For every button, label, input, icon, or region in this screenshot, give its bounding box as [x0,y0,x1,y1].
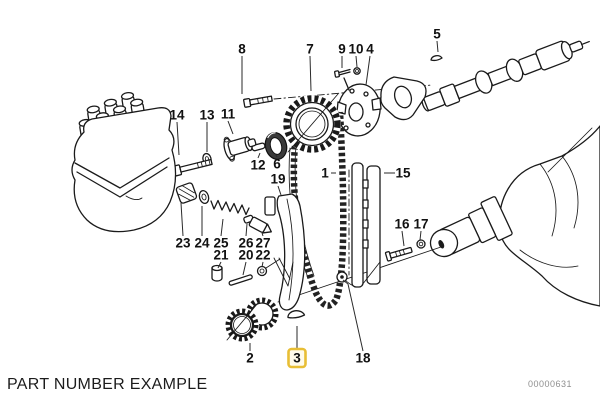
woodruff-key-5 [430,55,443,62]
woodruff-key-3 [287,310,306,319]
gasket [380,76,427,121]
part-label-10: 10 [348,42,363,57]
pivot-bolt-18 [336,271,348,283]
distributor-cap [71,91,177,233]
pin-20 [228,274,253,286]
part-label-13: 13 [199,108,215,123]
part-label-16: 16 [394,217,410,232]
part-label-18: 18 [355,351,371,366]
part-label-25: 25 [213,236,229,251]
nut-10 [353,67,361,75]
part-label-highlight [287,347,307,369]
part-label-1: 1 [321,166,329,181]
part-label-11: 11 [221,107,236,122]
bolt-8 [243,95,273,108]
guide-rail-15 [343,162,381,288]
crankshaft [429,125,600,307]
part-label-4: 4 [366,42,374,57]
part-label-12: 12 [250,158,265,173]
bolt-14 [172,158,213,177]
part-label-5: 5 [433,27,441,42]
plug-23 [175,182,198,204]
bolt-9 [334,68,351,91]
part-label-23: 23 [175,236,191,251]
nut-22 [256,265,268,277]
part-label-8: 8 [238,42,246,57]
part-label-7: 7 [306,42,314,57]
bolt-16 [384,246,413,262]
washer-17 [416,239,426,249]
part-label-22: 22 [255,248,270,263]
part-label-15: 15 [395,166,411,181]
part-11 [223,136,257,162]
part-label-24: 24 [194,236,210,251]
seal-ring-6 [264,132,288,160]
part-label-3: 3 [293,351,301,366]
cam-sprocket-7 [283,93,341,153]
part-label-21: 21 [213,248,229,263]
part-label-26: 26 [238,236,254,251]
part-label-19: 19 [270,172,285,187]
part-label-17: 17 [413,217,428,232]
camshaft [421,40,590,112]
washer-24 [198,189,210,205]
sleeve-21 [211,264,223,282]
caption-part-number-example: PART NUMBER EXAMPLE [7,376,208,393]
part-label-9: 9 [338,42,346,57]
crank-sprocket-2 [225,297,279,342]
leader-lines [176,40,439,352]
crank-keyway-slot [438,240,445,249]
tensioner-rail-19 [264,193,306,311]
spring-25 [210,199,250,216]
part-label-2: 2 [246,351,254,366]
diagram-doc-number: 00000631 [528,379,573,389]
part-label-20: 20 [238,248,253,263]
part-label-27: 27 [255,236,270,251]
piston-27 [248,216,272,234]
part-label-6: 6 [273,157,281,172]
part-label-14: 14 [169,108,185,123]
